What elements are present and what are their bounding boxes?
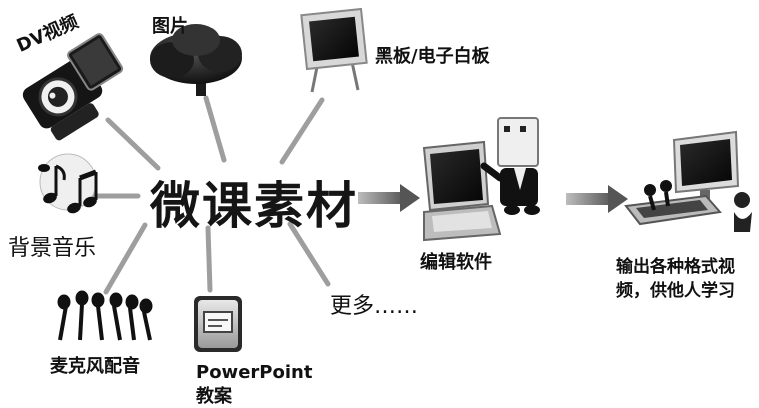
picture-label: 图片 bbox=[152, 16, 188, 37]
line-to-dv bbox=[105, 117, 161, 171]
connector-lines bbox=[91, 95, 331, 295]
blackboard-label: 黑板/电子白板 bbox=[375, 46, 490, 67]
line-to-mic bbox=[103, 222, 148, 295]
line-to-more bbox=[287, 221, 331, 287]
more-label: 更多…… bbox=[330, 294, 419, 319]
lesson-plan-label: 教案 bbox=[196, 386, 232, 407]
editing-software-label: 编辑软件 bbox=[420, 252, 492, 273]
flow-arrow-1 bbox=[358, 184, 420, 212]
background-music-label: 背景音乐 bbox=[8, 236, 97, 261]
line-to-picture bbox=[203, 95, 227, 163]
output-label-line1: 输出各种格式视 bbox=[616, 257, 735, 277]
line-to-board bbox=[279, 97, 325, 165]
powerpoint-label: PowerPoint bbox=[196, 362, 313, 383]
output-label-line2: 频，供他人学习 bbox=[616, 281, 735, 301]
blackboard-icon bbox=[300, 7, 368, 93]
line-to-ppt bbox=[205, 225, 213, 293]
center-title: 微课素材 bbox=[150, 177, 358, 235]
music-notes-icon bbox=[38, 153, 98, 214]
flow-arrow-2 bbox=[566, 185, 628, 213]
laptop-figure-icon bbox=[422, 117, 540, 242]
microphone-dubbing-label: 麦克风配音 bbox=[50, 356, 140, 377]
computer-workstation-icon bbox=[624, 130, 752, 232]
tree-picture-icon bbox=[150, 24, 242, 96]
dv-camera-icon bbox=[22, 33, 124, 141]
powerpoint-icon bbox=[194, 296, 242, 352]
microphones-icon bbox=[57, 290, 153, 341]
